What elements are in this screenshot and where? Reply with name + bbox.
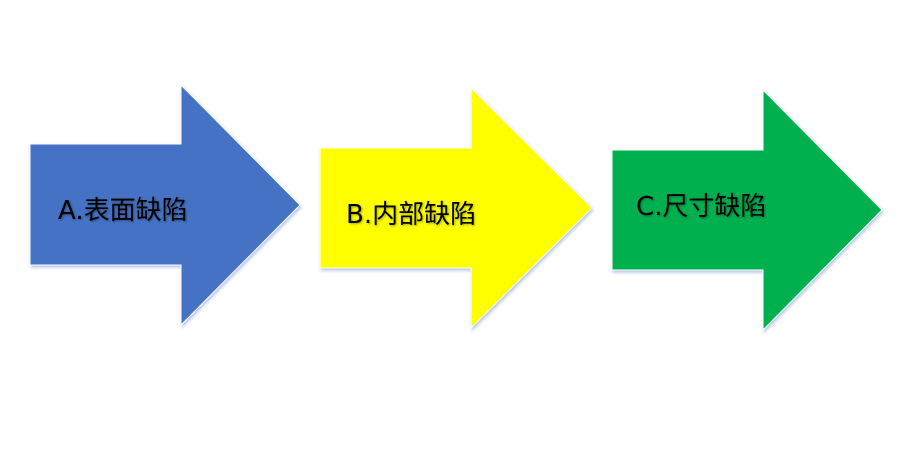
arrow-b [319,86,593,330]
arrow-c-label: C.尺寸缺陷 [636,192,767,222]
arrow-a [29,83,301,327]
arrow-b-label: B.内部缺陷 [346,200,477,230]
arrow-c [611,88,883,332]
arrow-a-label: A.表面缺陷 [58,196,188,226]
